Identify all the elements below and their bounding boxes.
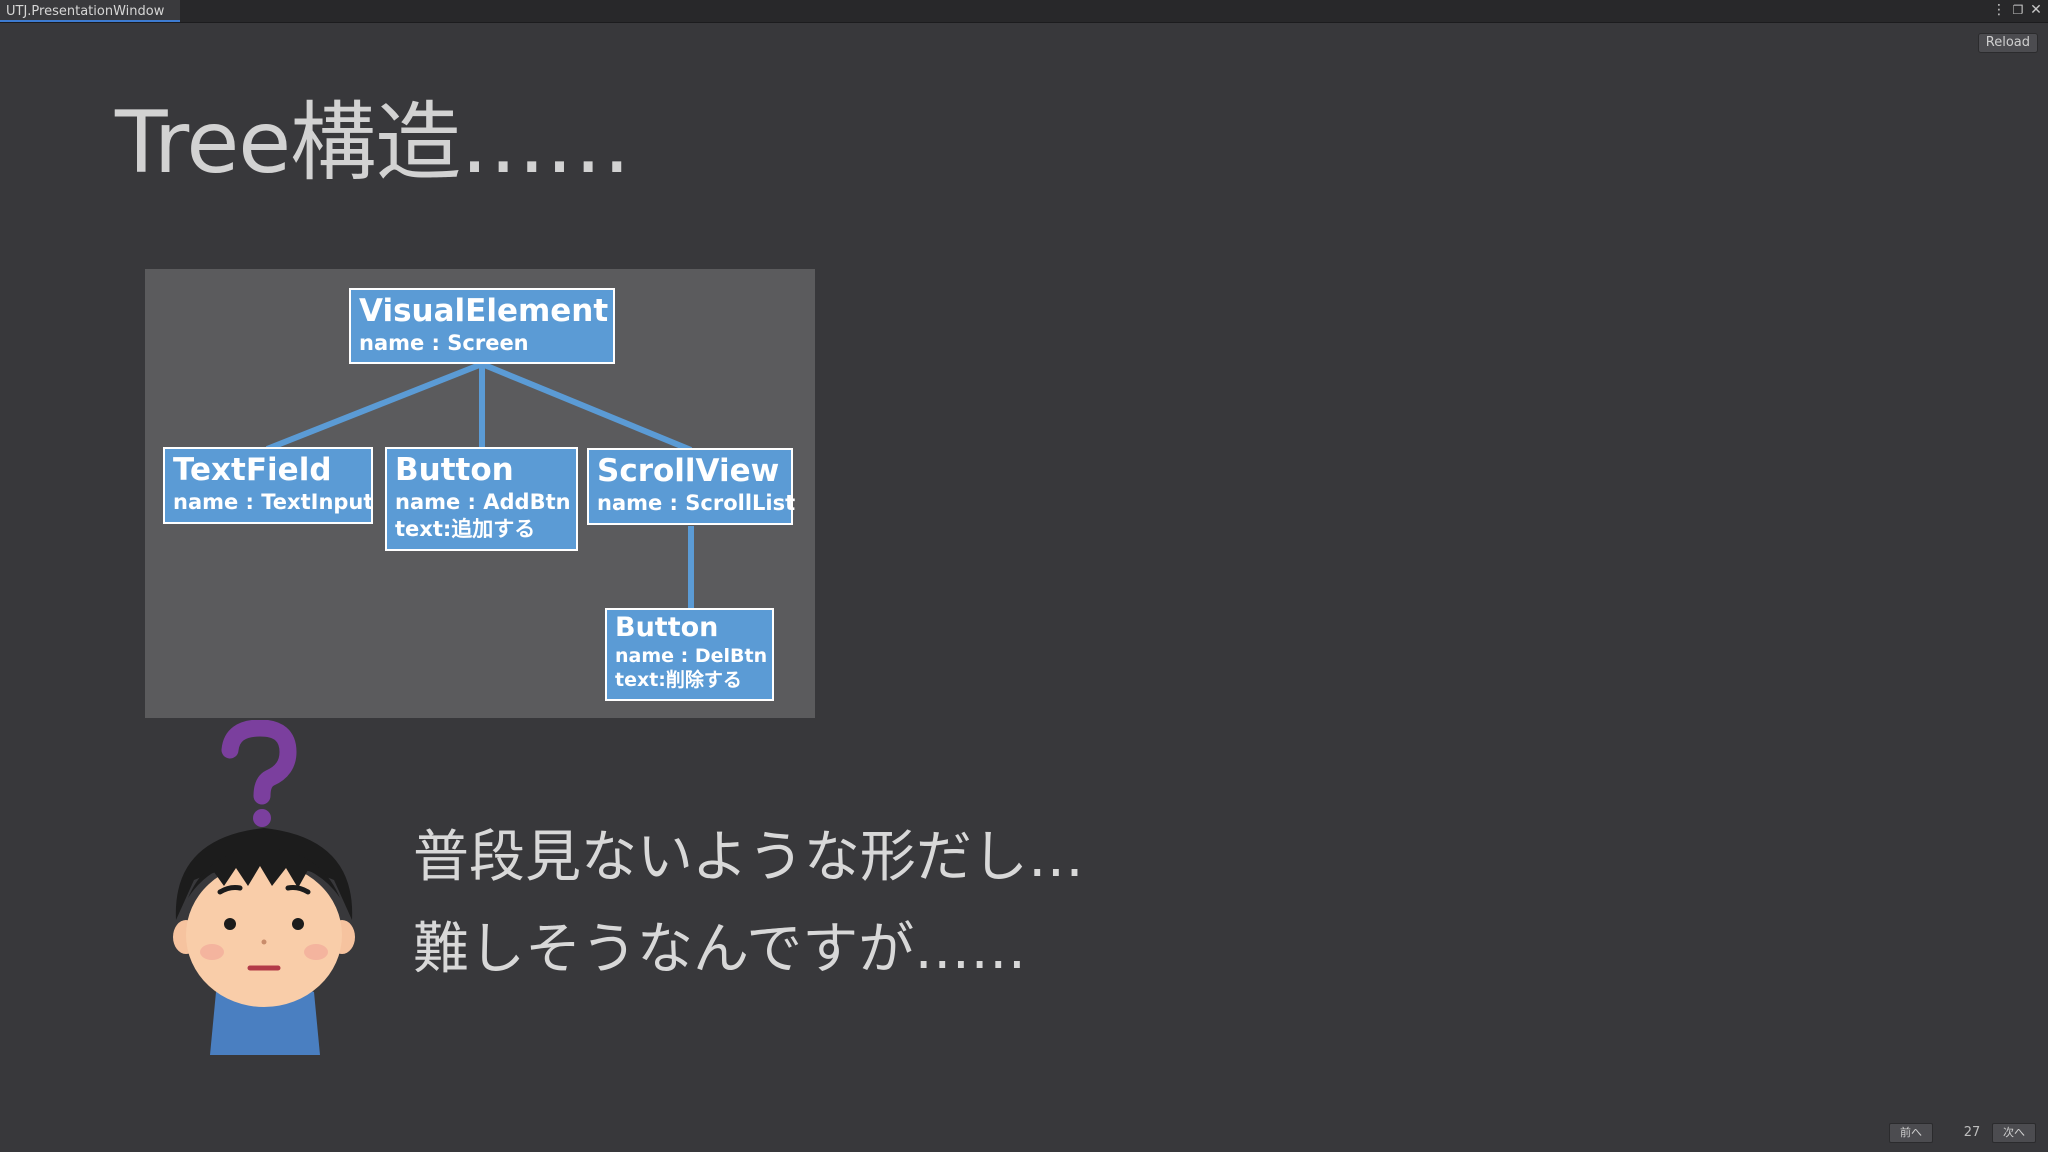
node-name: name : TextInput <box>173 490 374 514</box>
node-name: name : Screen <box>359 331 529 355</box>
tree-connectors <box>265 361 694 610</box>
node-text: text:削除する <box>615 669 742 691</box>
prev-slide-button[interactable]: 前へ <box>1889 1123 1933 1143</box>
node-type: Button <box>615 612 719 643</box>
tree-diagram: VisualElement name : Screen TextField na… <box>145 269 815 718</box>
confused-boy-illustration <box>173 720 355 1055</box>
page-number: 27 <box>1963 1125 1981 1140</box>
hair <box>175 828 353 920</box>
window-titlebar: UTJ.PresentationWindow ⋮ ❐ ✕ <box>0 0 2048 23</box>
node-button-del: Button name : DelBtn text:削除する <box>605 608 774 701</box>
maximize-icon[interactable]: ❐ <box>2012 3 2024 17</box>
slide-body-text: 普段見ないような形だし… 難しそうなんですが…… <box>413 812 1084 996</box>
node-name: name : DelBtn <box>615 645 768 667</box>
node-textfield: TextField name : TextInput <box>163 447 373 524</box>
close-icon[interactable]: ✕ <box>2030 2 2042 18</box>
bangs <box>188 848 340 898</box>
speech-line-2: 難しそうなんですが…… <box>413 917 1027 982</box>
reload-button[interactable]: Reload <box>1977 33 2038 53</box>
connector-root-scrollview <box>480 361 693 453</box>
face <box>186 863 342 1007</box>
slide-title: Tree構造…… <box>115 93 631 193</box>
question-mark-icon <box>221 720 297 827</box>
next-slide-button[interactable]: 次へ <box>1992 1123 2036 1143</box>
node-text: text:追加する <box>395 517 536 541</box>
node-type: Button <box>395 452 514 488</box>
speech-line-1: 普段見ないような形だし… <box>413 825 1084 890</box>
node-button-add: Button name : AddBtn text:追加する <box>385 447 578 551</box>
node-type: TextField <box>173 452 332 488</box>
node-type: ScrollView <box>597 453 780 489</box>
node-name: name : ScrollList <box>597 491 796 515</box>
left-eye <box>224 918 236 930</box>
node-type: VisualElement <box>359 293 609 329</box>
node-name: name : AddBtn <box>395 490 571 514</box>
node-visualelement: VisualElement name : Screen <box>349 288 615 364</box>
right-eye <box>292 918 304 930</box>
node-scrollview: ScrollView name : ScrollList <box>587 448 796 525</box>
connector-root-textfield <box>265 361 484 452</box>
window-tab[interactable]: UTJ.PresentationWindow <box>0 0 181 22</box>
kebab-menu-icon[interactable]: ⋮ <box>1992 2 2006 18</box>
